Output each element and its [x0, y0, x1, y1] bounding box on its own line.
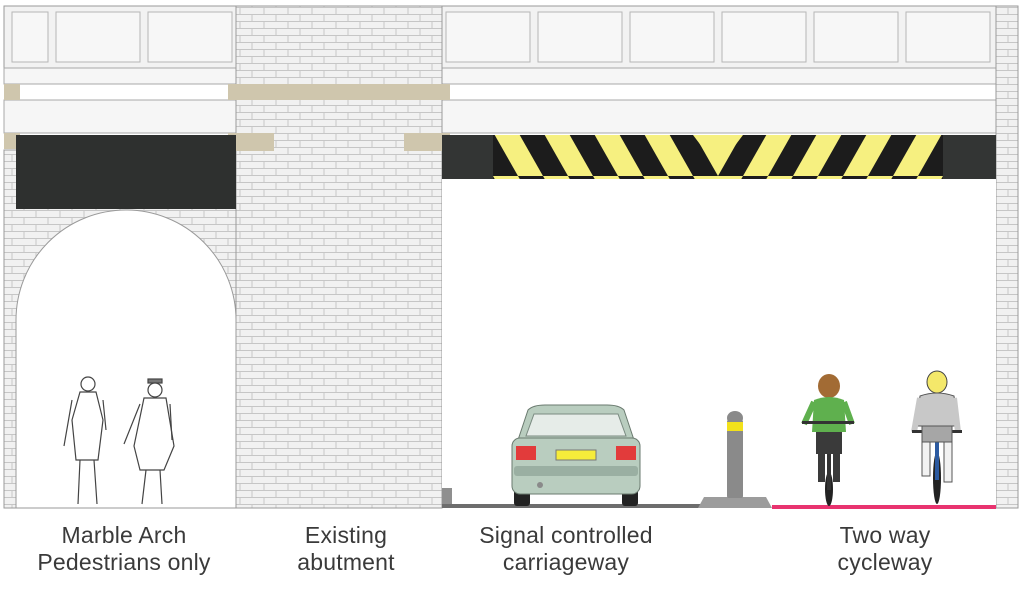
caption-pedestrians: Marble Arch Pedestrians only — [10, 522, 238, 576]
caption-cycleway-line2: cycleway — [837, 549, 933, 575]
hazard-stripes-left — [493, 135, 718, 179]
hazard-stripes-right — [718, 135, 943, 179]
pedestrian-figure-icon-2 — [123, 378, 175, 505]
carriageway-kerb — [442, 488, 452, 508]
caption-abutment-line1: Existing — [304, 522, 388, 548]
caption-pedestrians-line2: Pedestrians only — [37, 549, 211, 575]
cyclist-icon-2 — [911, 370, 962, 504]
caption-carriageway: Signal controlled carriageway — [448, 522, 684, 576]
carriageway-surface — [442, 504, 732, 508]
hazard-chevron — [693, 135, 743, 168]
pedestrian-arch — [15, 209, 237, 509]
abutment-pier — [235, 5, 443, 509]
cycle-lane-surface — [772, 505, 996, 509]
caption-abutment: Existing abutment — [248, 522, 444, 576]
caption-pedestrians-line1: Marble Arch — [61, 522, 187, 548]
caption-abutment-line2: abutment — [297, 549, 395, 575]
caption-carriageway-line1: Signal controlled — [479, 522, 653, 548]
cyclist-icon — [801, 374, 855, 506]
arch-dark-band — [16, 135, 236, 209]
caption-carriageway-line2: carriageway — [502, 549, 630, 575]
bridge-deck — [3, 5, 997, 134]
pedestrian-figure-icon — [63, 376, 107, 505]
bollard-icon — [698, 411, 772, 508]
car-icon — [511, 404, 641, 506]
caption-cycleway-line1: Two way — [839, 522, 931, 548]
right-wall — [995, 5, 1019, 509]
caption-cycleway: Two way cycleway — [780, 522, 990, 576]
